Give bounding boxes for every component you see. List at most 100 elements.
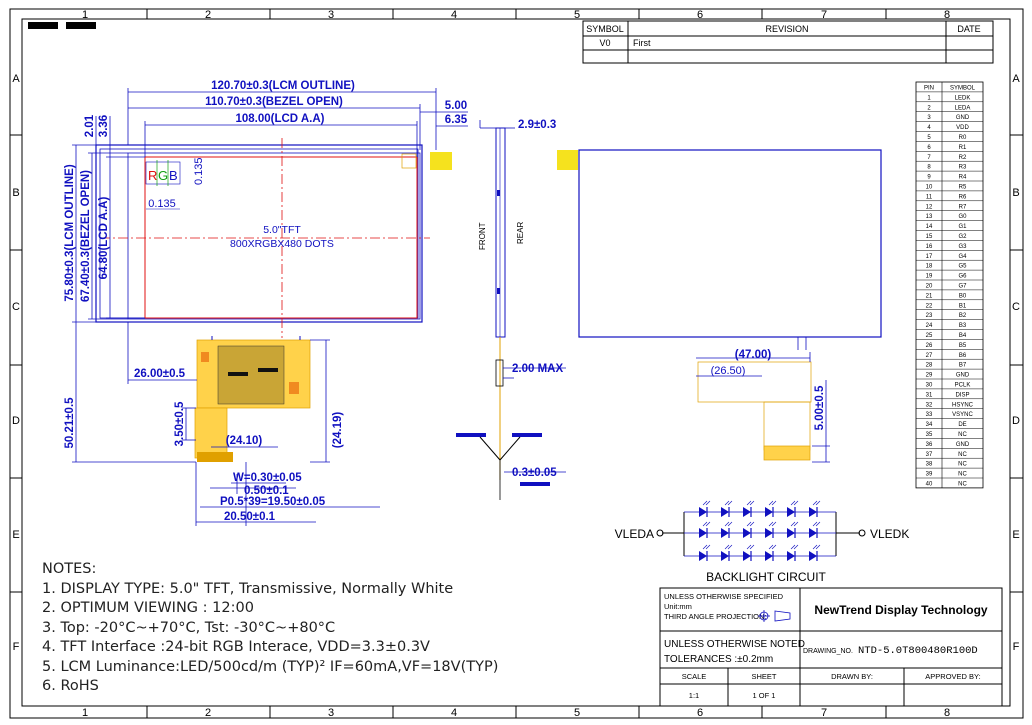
dim-fpc-width: 20.50±0.1 (224, 511, 276, 523)
pin-symbol: HSYNC (952, 402, 974, 408)
dim-lcm-outline-w: 120.70±0.3(LCM OUTLINE) (211, 80, 355, 92)
row-label: D (12, 415, 20, 427)
pin-symbol: GND (956, 115, 970, 121)
col-label: 8 (944, 707, 950, 719)
pin-number: 24 (926, 323, 933, 329)
pin-symbol: G1 (958, 224, 967, 230)
led-diode-icon (699, 500, 711, 517)
pin-number: 11 (926, 194, 933, 200)
top-dimensions (127, 88, 468, 157)
pin-symbol: G0 (958, 214, 967, 220)
pin-number: 10 (926, 185, 933, 191)
frame-mark (66, 22, 96, 29)
pin-number: 19 (926, 274, 933, 280)
col-label: 7 (821, 707, 827, 719)
front-view: R G B 0.135 0.135 5.0"TFT 800XRGBX480 DO… (64, 80, 468, 526)
dim-back-2650: (26.50) (711, 365, 746, 377)
pin-symbol: PCLK (955, 383, 971, 389)
grid-labels: 1 2 3 4 5 6 7 8 1 2 3 4 5 6 7 8 A B C D … (12, 9, 1020, 719)
rgb-b: B (169, 168, 178, 183)
dim-back-500: 5.00±0.5 (814, 385, 826, 430)
tb-tol-line1: UNLESS OTHERWISE NOTED (664, 639, 805, 650)
col-label: 1 (82, 9, 88, 21)
pin-number: 1 (927, 95, 931, 101)
pin-symbol: G3 (958, 244, 967, 250)
led-diode-icon (743, 544, 755, 561)
pin-number: 33 (926, 412, 933, 418)
dim-pitch: P0.5*39=19.50±0.05 (220, 496, 326, 508)
bezel-open (127, 152, 421, 320)
rgb-g: G (158, 168, 168, 183)
pin-number: 12 (926, 204, 933, 210)
pin-symbol: R2 (959, 155, 967, 161)
pin-symbol: G5 (958, 264, 967, 270)
pin-symbol: NC (958, 452, 967, 458)
tb-company: NewTrend Display Technology (814, 603, 987, 617)
dim-right-635: 6.35 (445, 114, 468, 126)
dim-fpc-350: 3.50±0.5 (174, 401, 186, 446)
col-label: 1 (82, 707, 88, 719)
pin-number: 36 (926, 442, 933, 448)
pin-symbol: LEDA (955, 105, 971, 111)
pin-symbol: G7 (958, 284, 967, 290)
pin-number: 2 (927, 105, 931, 111)
pin-number: 26 (926, 343, 933, 349)
pin-number: 16 (926, 244, 933, 250)
revision-table: SYMBOL REVISION DATE V0 First (582, 20, 994, 64)
col-label: 6 (697, 9, 703, 21)
led-diode-icon (765, 500, 777, 517)
dim-bezel-open-w: 110.70±0.3(BEZEL OPEN) (205, 96, 343, 108)
led-diode-icon (699, 521, 711, 538)
row-label: C (12, 301, 20, 313)
pin-number: 31 (926, 392, 933, 398)
led-diode-icon (787, 544, 799, 561)
pin-symbol: G6 (958, 274, 967, 280)
col-label: 6 (697, 707, 703, 719)
pin-number: 32 (926, 402, 933, 408)
drawing-frame (9, 8, 1024, 719)
pin-header-pin: PIN (924, 86, 934, 92)
pin-number: 28 (926, 363, 933, 369)
pin-number: 14 (926, 224, 933, 230)
row-label: E (1012, 529, 1019, 541)
note-item: 5. LCM Luminance:LED/500cd/m (TYP)² IF=6… (42, 658, 499, 675)
col-label: 3 (328, 707, 334, 719)
display-resolution-text: 800XRGBX480 DOTS (230, 238, 334, 250)
row-label: E (12, 529, 19, 541)
dim-right-5: 5.00 (445, 100, 467, 112)
pin-number: 30 (926, 383, 933, 389)
pin-symbol: VDD (956, 125, 969, 131)
pin-number: 23 (926, 313, 933, 319)
led-diode-icon (743, 500, 755, 517)
pin-number: 39 (926, 472, 933, 478)
tb-scale-header: SCALE (682, 672, 707, 681)
pin-symbol: B6 (959, 353, 967, 359)
pin-number: 7 (927, 155, 931, 161)
row-label: F (1013, 641, 1020, 653)
dim-lcd-aa-w: 108.00(LCD A.A) (235, 113, 324, 125)
row-label: D (1012, 415, 1020, 427)
row-label: B (1012, 187, 1019, 199)
pin-symbol: R7 (959, 204, 967, 210)
pin-symbol: R5 (959, 185, 967, 191)
pin-number: 13 (926, 214, 933, 220)
front-label: FRONT (478, 222, 487, 250)
dim-lcd-aa-h: 64.80(LCD A.A) (98, 197, 110, 280)
led-diode-icon (721, 544, 733, 561)
tb-tol-line2: TOLERANCES :±0.2mm (664, 654, 773, 665)
pin-number: 18 (926, 264, 933, 270)
pixel-pitch-v: 0.135 (193, 157, 205, 185)
pin-number: 25 (926, 333, 933, 339)
pin-symbol: R3 (959, 165, 967, 171)
pin-number: 20 (926, 284, 933, 290)
pixel-pitch-h: 0.135 (148, 198, 176, 210)
pin-symbol: VSYNC (952, 412, 973, 418)
dim-fpc-2419: (24.19) (332, 412, 344, 449)
display-type-text: 5.0"TFT (263, 224, 301, 236)
led-diode-icon (765, 544, 777, 561)
pin-symbol: DISP (955, 392, 969, 398)
pin-symbol: LEDK (955, 95, 971, 101)
led-diode-icon (809, 544, 821, 561)
tb-drawing-no-label: DRAWING_NO. (803, 648, 853, 655)
notes-block: NOTES: 1. DISPLAY TYPE: 5.0" TFT, Transm… (42, 560, 498, 697)
